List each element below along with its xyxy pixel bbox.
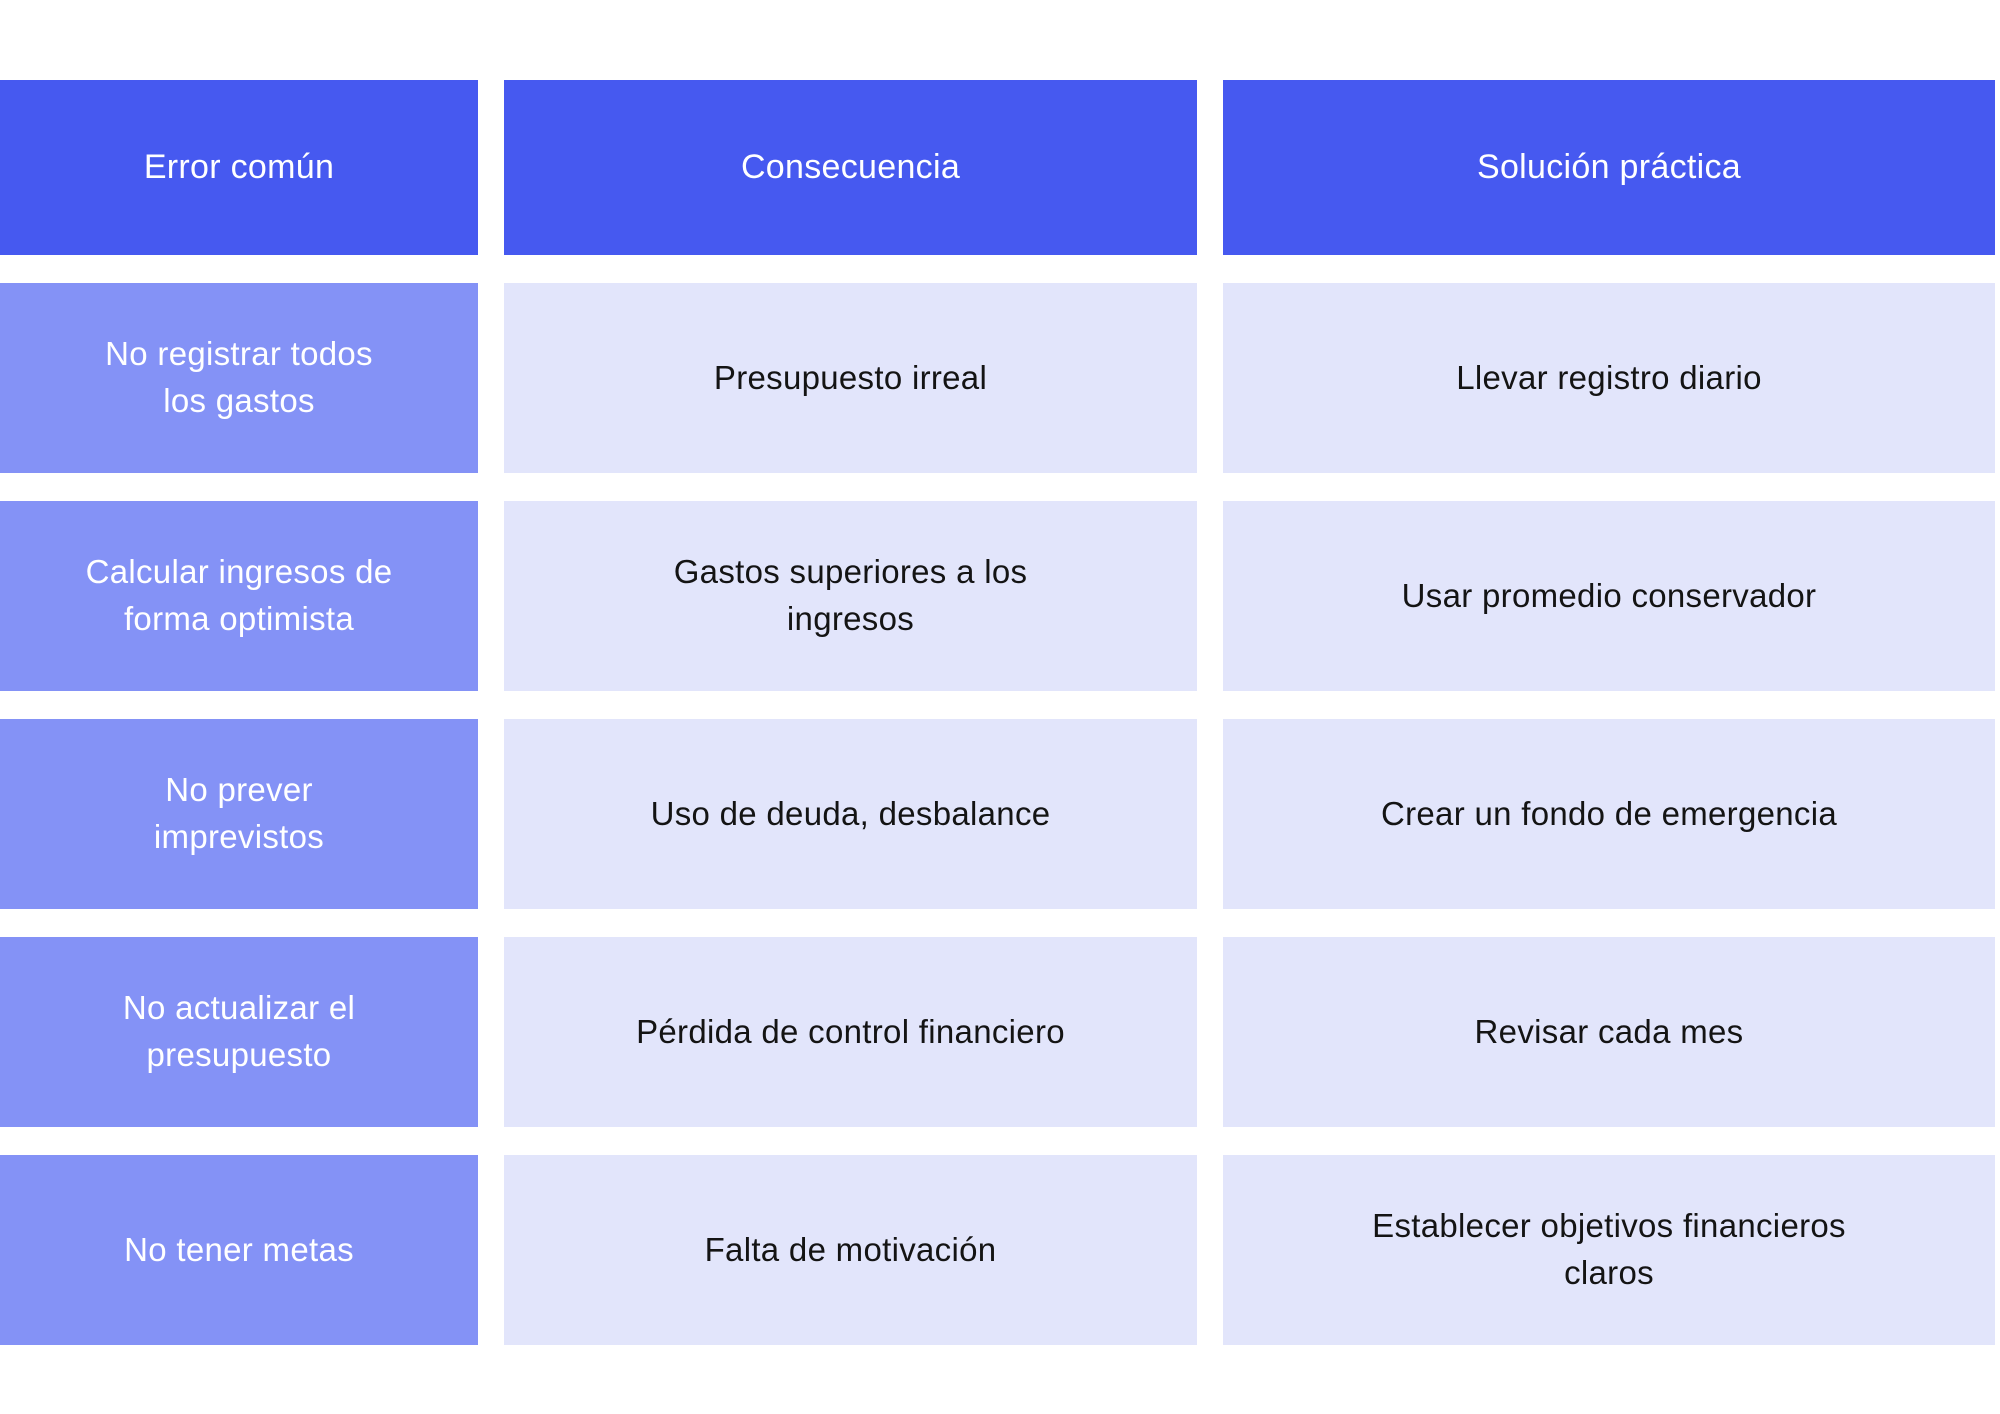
- row-5-consequence-cell: Falta de motivación: [504, 1155, 1197, 1345]
- table-grid: Error común Consecuencia Solución prácti…: [0, 80, 1995, 1345]
- row-2-solution-cell: Usar promedio conservador: [1223, 501, 1995, 691]
- row-5-error-cell: No tener metas: [0, 1155, 478, 1345]
- row-2-error-cell: Calcular ingresos de forma optimista: [0, 501, 478, 691]
- row-3-consequence-cell: Uso de deuda, desbalance: [504, 719, 1197, 909]
- row-3-error-cell: No prever imprevistos: [0, 719, 478, 909]
- row-5-solution-cell: Establecer objetivos financieros claros: [1223, 1155, 1995, 1345]
- row-1-consequence-cell: Presupuesto irreal: [504, 283, 1197, 473]
- row-1-error-cell: No registrar todos los gastos: [0, 283, 478, 473]
- column-header-consecuencia: Consecuencia: [504, 80, 1197, 255]
- row-4-error-cell: No actualizar el presupuesto: [0, 937, 478, 1127]
- row-4-solution-cell: Revisar cada mes: [1223, 937, 1995, 1127]
- column-header-solucion-practica: Solución práctica: [1223, 80, 1995, 255]
- row-2-consequence-cell: Gastos superiores a los ingresos: [504, 501, 1197, 691]
- row-1-solution-cell: Llevar registro diario: [1223, 283, 1995, 473]
- row-4-consequence-cell: Pérdida de control financiero: [504, 937, 1197, 1127]
- column-header-error-comun: Error común: [0, 80, 478, 255]
- row-3-solution-cell: Crear un fondo de emergencia: [1223, 719, 1995, 909]
